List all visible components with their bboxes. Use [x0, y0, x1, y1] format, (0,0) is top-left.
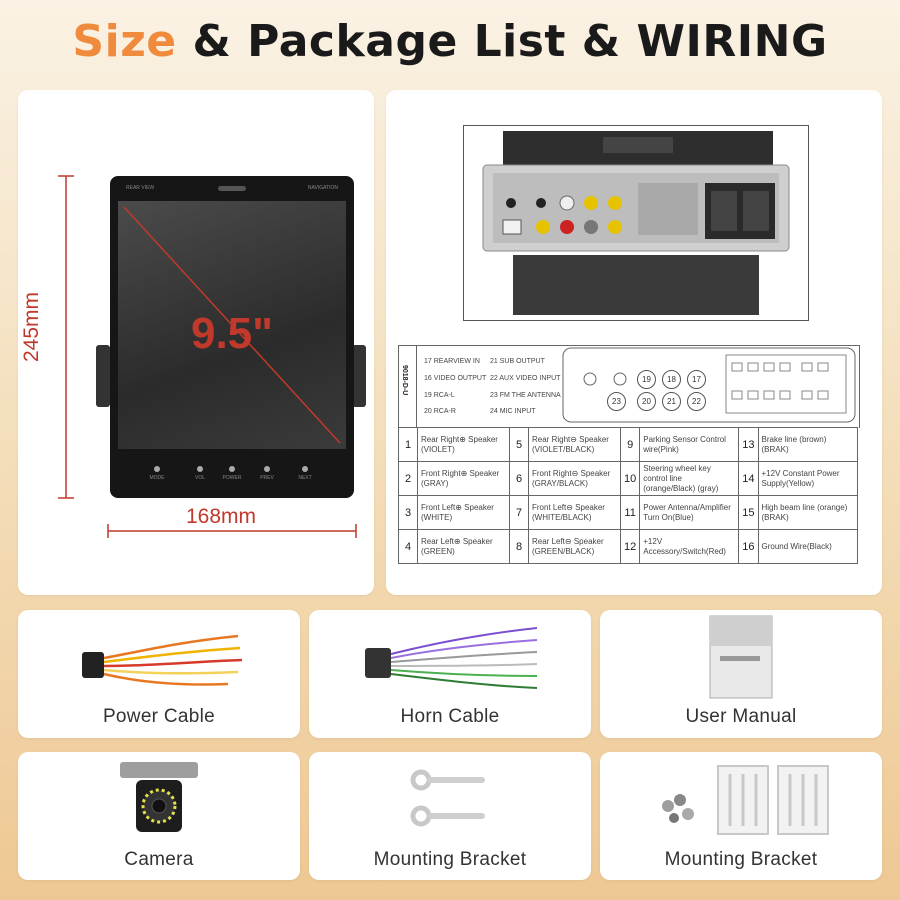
package-item: Power Cable [18, 610, 300, 738]
width-dimension: 168mm [186, 505, 257, 528]
pin-diagram [398, 345, 860, 428]
pin-label: 20 RCA-R [424, 408, 456, 415]
pin-label: 23 FM THE ANTENNA [490, 392, 561, 399]
screen-size-label: 9.5" [190, 309, 274, 358]
connector-pin: 18 [662, 370, 681, 389]
package-item: Horn Cable [309, 610, 591, 738]
connector-outline [562, 347, 856, 423]
model-code: 9018-D-U [398, 345, 417, 427]
package-item-label: Horn Cable [400, 706, 500, 727]
package-item-label: Mounting Bracket [373, 849, 527, 870]
pin-label: 17 REARVIEW IN [424, 358, 480, 365]
bracket-icon [662, 765, 829, 835]
screw-icon [410, 769, 485, 827]
width-dimension-line [107, 524, 357, 538]
camera-icon [120, 762, 198, 832]
package-item: Mounting Bracket [309, 752, 591, 880]
connector-pin: 22 [687, 392, 706, 411]
pin-label: 16 VIDEO OUTPUT [424, 375, 487, 382]
next-icon [302, 466, 308, 472]
power-icon [229, 466, 235, 472]
head-unit: REAR VIEW NAVIGATION 9.5" MODE VOL POWER… [110, 176, 354, 498]
device-top-slot [218, 186, 246, 191]
page-title: Size & Package List & WIRING [0, 16, 900, 67]
height-dimension: 245mm [20, 292, 43, 363]
screen-diagonal [123, 206, 341, 444]
prev-button[interactable]: PREV [252, 466, 282, 484]
horn-cable-icon [365, 627, 538, 689]
pin-label: 24 MIC INPUT [490, 408, 536, 415]
user-manual-icon [709, 615, 773, 699]
pin-label: 22 AUX VIDEO INPUT [490, 375, 561, 382]
title-rest: & Package List & WIRING [176, 16, 828, 67]
prev-icon [264, 466, 270, 472]
screen: 9.5" [118, 201, 346, 449]
connector-pin: 17 [687, 370, 706, 389]
package-item-label: Camera [124, 849, 194, 870]
volume-button[interactable]: VOL [185, 466, 215, 484]
mode-button[interactable]: MODE [142, 466, 172, 484]
height-dimension-line [58, 175, 74, 499]
left-mount-tab [96, 345, 110, 407]
device-label-right: NAVIGATION [307, 185, 338, 191]
connector-pin: 19 [637, 370, 656, 389]
power-button[interactable]: POWER [217, 466, 247, 484]
package-item-label: Power Cable [102, 706, 216, 727]
connector-pin: 21 [662, 392, 681, 411]
package-item: User Manual [600, 610, 882, 738]
connector-pin: 20 [637, 392, 656, 411]
package-item-label: Mounting Bracket [664, 849, 818, 870]
mode-icon [154, 466, 160, 472]
volume-icon [197, 466, 203, 472]
pin-label: 19 RCA-L [424, 392, 455, 399]
package-item-label: User Manual [685, 706, 797, 727]
power-cable-icon [82, 634, 243, 686]
pin-label: 21 SUB OUTPUT [490, 358, 545, 365]
next-button[interactable]: NEXT [290, 466, 320, 484]
package-item: Camera [18, 752, 300, 880]
title-accent: Size [72, 16, 177, 67]
rear-panel-photo [463, 125, 809, 321]
right-mount-tab [352, 345, 366, 407]
package-item: Mounting Bracket [600, 752, 882, 880]
device-label-left: REAR VIEW [126, 185, 155, 191]
connector-pin: 23 [607, 392, 626, 411]
